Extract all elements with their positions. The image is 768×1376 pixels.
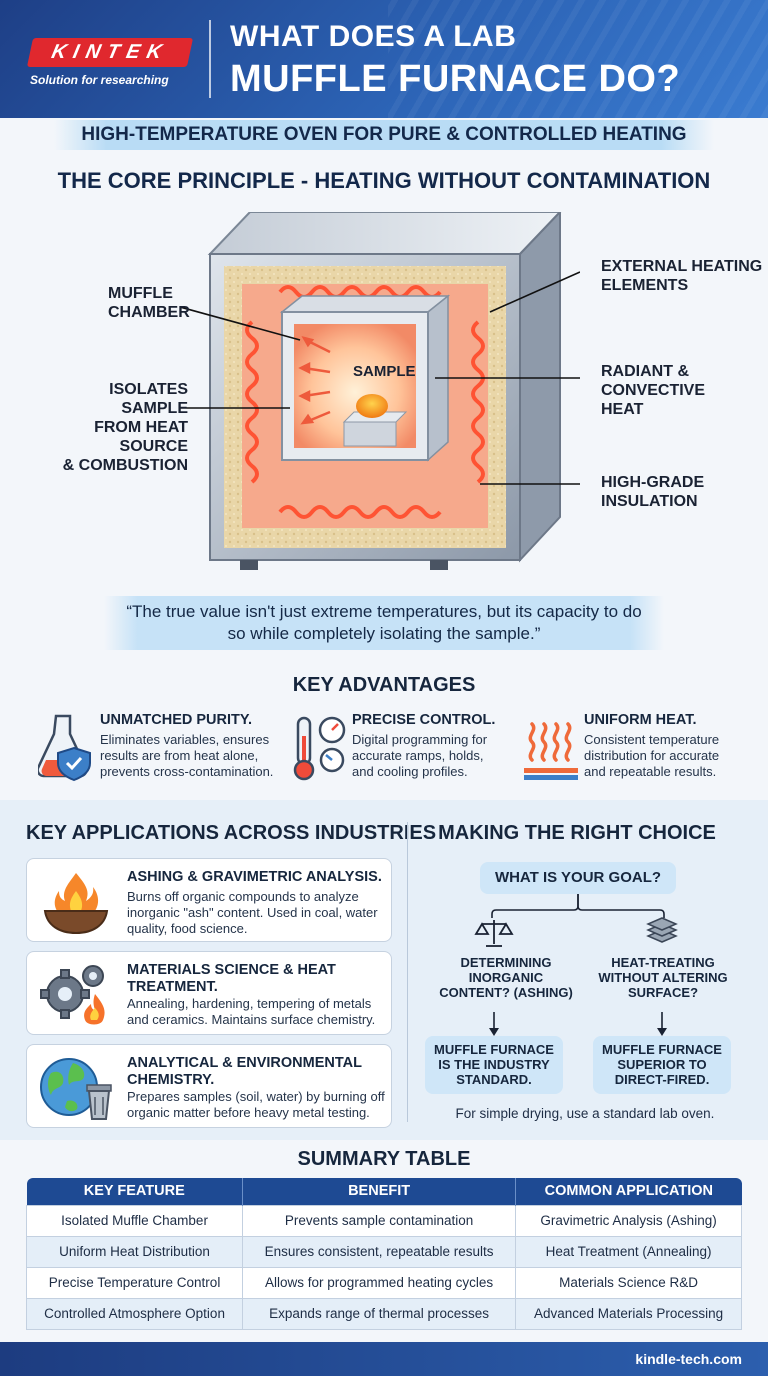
- table-cell: Controlled Atmosphere Option: [25, 1297, 244, 1330]
- table-cell: Advanced Materials Processing: [515, 1297, 742, 1330]
- table-cell: Expands range of thermal processes: [242, 1297, 517, 1330]
- advantage-title: UNMATCHED PURITY.: [100, 712, 252, 728]
- application-card-chemistry: ANALYTICAL & ENVIRONMENTAL CHEMISTRY. Pr…: [26, 1044, 392, 1128]
- table-cell: Materials Science R&D: [515, 1266, 742, 1299]
- page-title-line1: WHAT DOES A LAB: [230, 20, 517, 53]
- label-external-heating: EXTERNAL HEATING ELEMENTS: [601, 258, 763, 294]
- table-cell: Isolated Muffle Chamber: [25, 1204, 244, 1237]
- page-title-line2: MUFFLE FURNACE DO?: [230, 58, 681, 100]
- application-card-materials: MATERIALS SCIENCE & HEAT TREATMENT. Anne…: [26, 951, 392, 1035]
- muffle-furnace-illustration: [180, 212, 580, 570]
- application-title: ASHING & GRAVIMETRIC ANALYSIS.: [127, 869, 382, 885]
- table-header-row: KEY FEATURE BENEFIT COMMON APPLICATION: [26, 1178, 742, 1205]
- footer: kindle-tech.com: [0, 1342, 768, 1376]
- advantage-text: Consistent temperature distribution for …: [584, 732, 720, 779]
- answer-ashing: MUFFLE FURNACE IS THE INDUSTRY STANDARD.: [425, 1036, 563, 1094]
- advantage-title: PRECISE CONTROL.: [352, 712, 496, 728]
- table-cell: Precise Temperature Control: [25, 1266, 244, 1299]
- layers-icon: [646, 917, 678, 943]
- label-sample: SAMPLE: [353, 363, 416, 380]
- logo: KINTEK Solution for researching: [26, 38, 194, 87]
- logo-tagline: Solution for researching: [30, 73, 169, 87]
- application-title: MATERIALS SCIENCE & HEAT TREATMENT.: [127, 962, 336, 995]
- table-cell: Uniform Heat Distribution: [25, 1235, 244, 1268]
- application-card-ashing: ASHING & GRAVIMETRIC ANALYSIS. Burns off…: [26, 858, 392, 942]
- question-heat-treating: HEAT-TREATING WITHOUT ALTERING SURFACE?: [598, 955, 728, 1000]
- advantage-control: PRECISE CONTROL. Digital programming for…: [290, 708, 520, 788]
- advantage-text: Digital programming for accurate ramps, …: [352, 732, 488, 779]
- table-header: COMMON APPLICATION: [515, 1178, 742, 1205]
- simple-drying-note: For simple drying, use a standard lab ov…: [455, 1106, 715, 1121]
- logo-mark: KINTEK: [26, 38, 194, 67]
- application-text: Prepares samples (soil, water) by burnin…: [127, 1089, 385, 1120]
- advantage-uniform-heat: UNIFORM HEAT. Consistent temperature dis…: [522, 708, 752, 788]
- footer-website-link[interactable]: kindle-tech.com: [635, 1351, 742, 1367]
- label-muffle-chamber: MUFFLE CHAMBER: [108, 285, 190, 321]
- answer-heat-treating: MUFFLE FURNACE SUPERIOR TO DIRECT-FIRED.: [593, 1036, 731, 1094]
- quote-banner: “The true value isn't just extreme tempe…: [104, 596, 664, 650]
- table-cell: Prevents sample contamination: [242, 1204, 517, 1237]
- balance-scale-icon: [474, 920, 514, 947]
- summary-table-title: SUMMARY TABLE: [297, 1148, 471, 1170]
- table-header: KEY FEATURE: [26, 1178, 244, 1205]
- thermometer-gauge-icon: [293, 716, 346, 781]
- label-isolates-sample: ISOLATES SAMPLE FROM HEAT SOURCE & COMBU…: [62, 381, 188, 474]
- goal-box: WHAT IS YOUR GOAL?: [480, 862, 676, 894]
- applications-title: KEY APPLICATIONS ACROSS INDUSTRIES: [26, 822, 437, 844]
- question-ashing: DETERMINING INORGANIC CONTENT? (ASHING): [439, 955, 573, 1000]
- application-text: Burns off organic compounds to analyze i…: [127, 889, 378, 936]
- label-radiant-convective: RADIANT & CONVECTIVE HEAT: [601, 363, 706, 418]
- table-cell: Gravimetric Analysis (Ashing): [515, 1204, 742, 1237]
- table-header: BENEFIT: [242, 1178, 517, 1205]
- heat-waves-icon: [524, 722, 578, 780]
- advantage-text: Eliminates variables, ensures results ar…: [100, 732, 274, 779]
- table-row: Precise Temperature Control Allows for p…: [25, 1266, 742, 1299]
- table-cell: Heat Treatment (Annealing): [515, 1235, 742, 1268]
- section-divider: [407, 822, 408, 1122]
- gears-flame-icon: [40, 965, 105, 1025]
- choice-title: MAKING THE RIGHT CHOICE: [438, 822, 716, 844]
- header-divider: [209, 20, 211, 98]
- table-cell: Ensures consistent, repeatable results: [242, 1235, 517, 1268]
- fire-bowl-icon: [43, 873, 109, 935]
- advantage-title: UNIFORM HEAT.: [584, 712, 697, 728]
- table-row: Isolated Muffle Chamber Prevents sample …: [25, 1204, 742, 1237]
- label-insulation: HIGH-GRADE INSULATION: [601, 474, 705, 510]
- globe-bin-icon: [40, 1058, 112, 1120]
- flask-shield-icon: [38, 714, 91, 782]
- summary-table: KEY FEATURE BENEFIT COMMON APPLICATION I…: [25, 1178, 742, 1330]
- subtitle-banner: HIGH-TEMPERATURE OVEN FOR PURE & CONTROL…: [54, 120, 714, 150]
- table-row: Uniform Heat Distribution Ensures consis…: [25, 1235, 742, 1268]
- core-principle-title: THE CORE PRINCIPLE - HEATING WITHOUT CON…: [57, 168, 711, 193]
- decision-connectors: [474, 894, 678, 1036]
- application-text: Annealing, hardening, tempering of metal…: [127, 996, 376, 1027]
- advantages-title: KEY ADVANTAGES: [292, 674, 476, 696]
- table-row: Controlled Atmosphere Option Expands ran…: [25, 1297, 742, 1330]
- header: KINTEK Solution for researching WHAT DOE…: [0, 0, 768, 118]
- application-title: ANALYTICAL & ENVIRONMENTAL CHEMISTRY.: [127, 1055, 362, 1088]
- table-cell: Allows for programmed heating cycles: [242, 1266, 517, 1299]
- advantage-purity: UNMATCHED PURITY. Eliminates variables, …: [38, 708, 288, 788]
